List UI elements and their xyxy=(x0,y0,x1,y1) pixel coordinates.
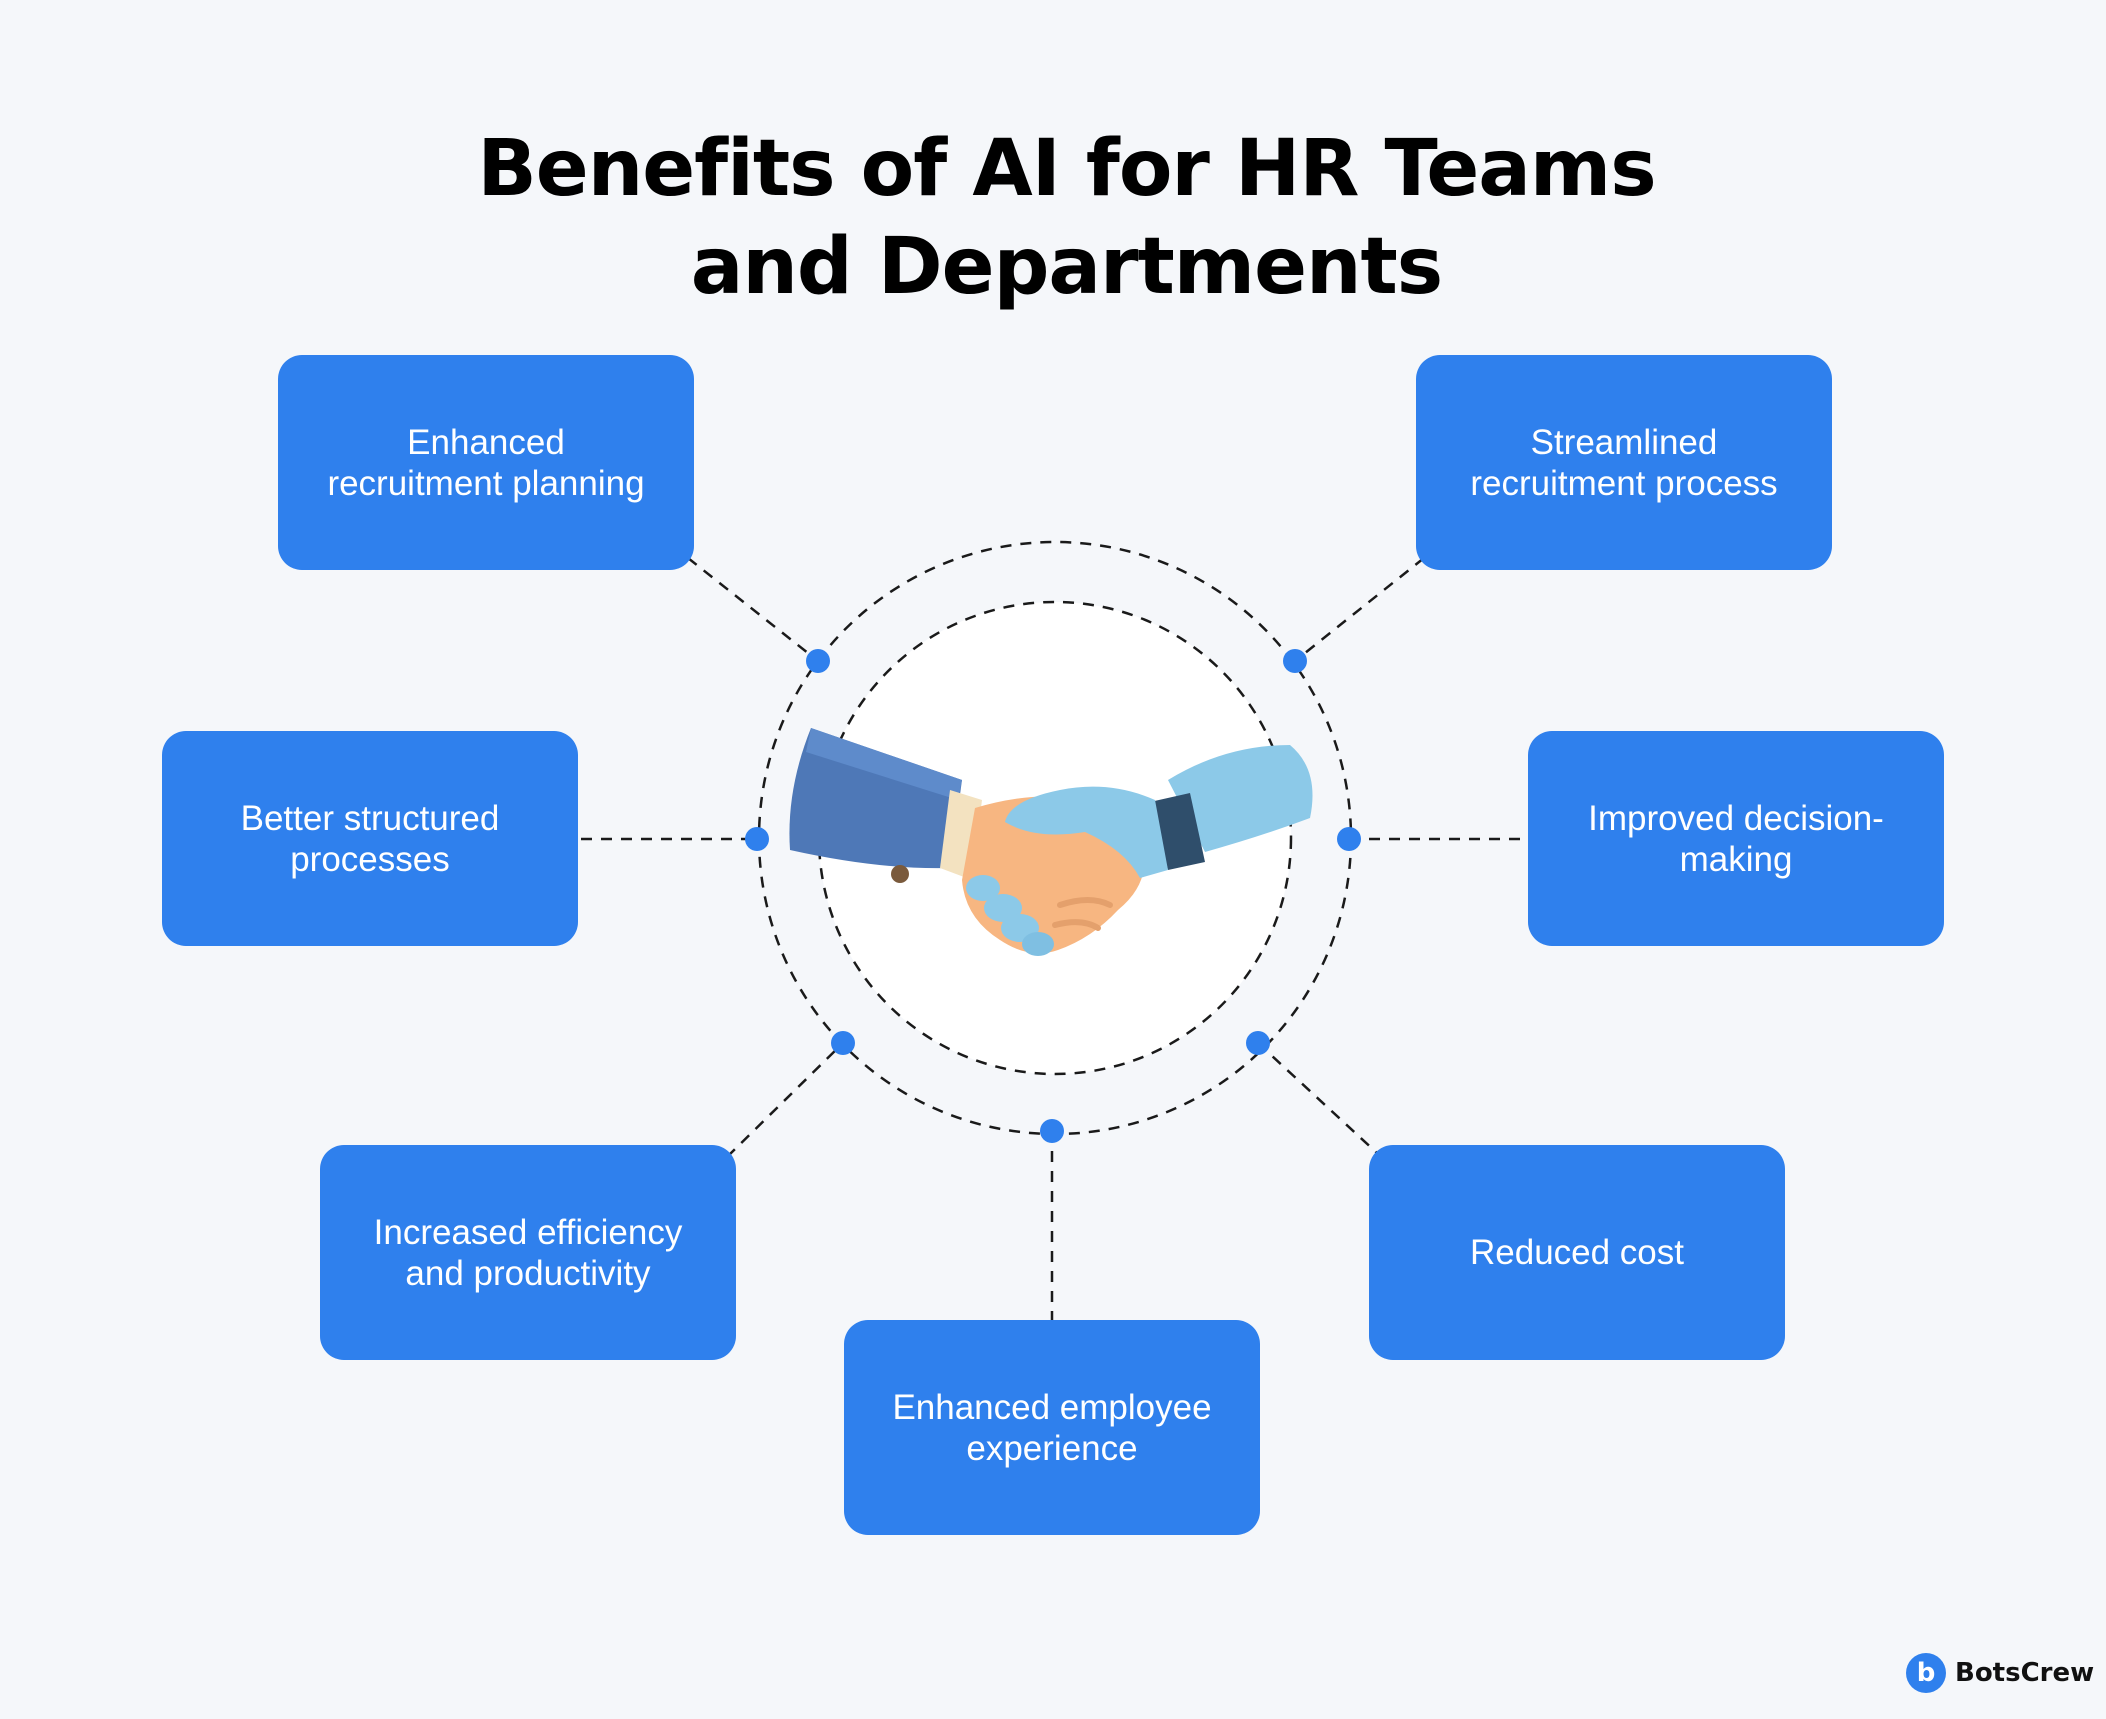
connector-dot xyxy=(1246,1031,1270,1055)
benefit-label: Streamlined recruitment process xyxy=(1470,422,1778,503)
benefit-card-efficiency-productivity: Increased efficiency and productivity xyxy=(320,1145,736,1360)
title-line-2: and Departments xyxy=(690,222,1443,312)
connector-efficiency-productivity xyxy=(726,1042,844,1158)
connector-dot xyxy=(1337,827,1361,851)
benefit-card-recruitment-planning: Enhanced recruitment planning xyxy=(278,355,694,570)
brand-mark-letter: b xyxy=(1916,1658,1936,1688)
benefit-label: Better structured processes xyxy=(240,798,500,879)
page-title: Benefits of AI for HR Teams and Departme… xyxy=(0,120,2106,316)
connector-reduced-cost xyxy=(1257,1042,1378,1154)
connector-recruitment-planning xyxy=(687,557,819,662)
brand-name: BotsCrew xyxy=(1955,1658,2095,1688)
benefit-label: Increased efficiency and productivity xyxy=(373,1212,683,1293)
connector-dot xyxy=(1283,649,1307,673)
benefit-card-structured-processes: Better structured processes xyxy=(162,731,578,946)
benefit-label: Improved decision- making xyxy=(1588,798,1884,879)
benefit-card-employee-experience: Enhanced employee experience xyxy=(844,1320,1260,1535)
connector-dot xyxy=(745,827,769,851)
handshake-icon xyxy=(789,728,1313,956)
benefit-card-decision-making: Improved decision- making xyxy=(1528,731,1944,946)
benefit-label: Enhanced employee experience xyxy=(892,1387,1212,1468)
brand-logo: b BotsCrew xyxy=(1906,1653,2094,1693)
connector-dot xyxy=(831,1031,855,1055)
connector-streamlined-recruitment xyxy=(1294,557,1425,662)
benefit-card-reduced-cost: Reduced cost xyxy=(1369,1145,1785,1360)
connector-dot xyxy=(1040,1119,1064,1143)
connector-dot xyxy=(806,649,830,673)
benefit-label: Enhanced recruitment planning xyxy=(327,422,645,503)
benefit-label: Reduced cost xyxy=(1469,1233,1685,1272)
benefit-card-streamlined-recruitment: Streamlined recruitment process xyxy=(1416,355,1832,570)
bots-crew-logo-icon: b xyxy=(1906,1653,1946,1693)
title-line-1: Benefits of AI for HR Teams xyxy=(477,124,1656,214)
